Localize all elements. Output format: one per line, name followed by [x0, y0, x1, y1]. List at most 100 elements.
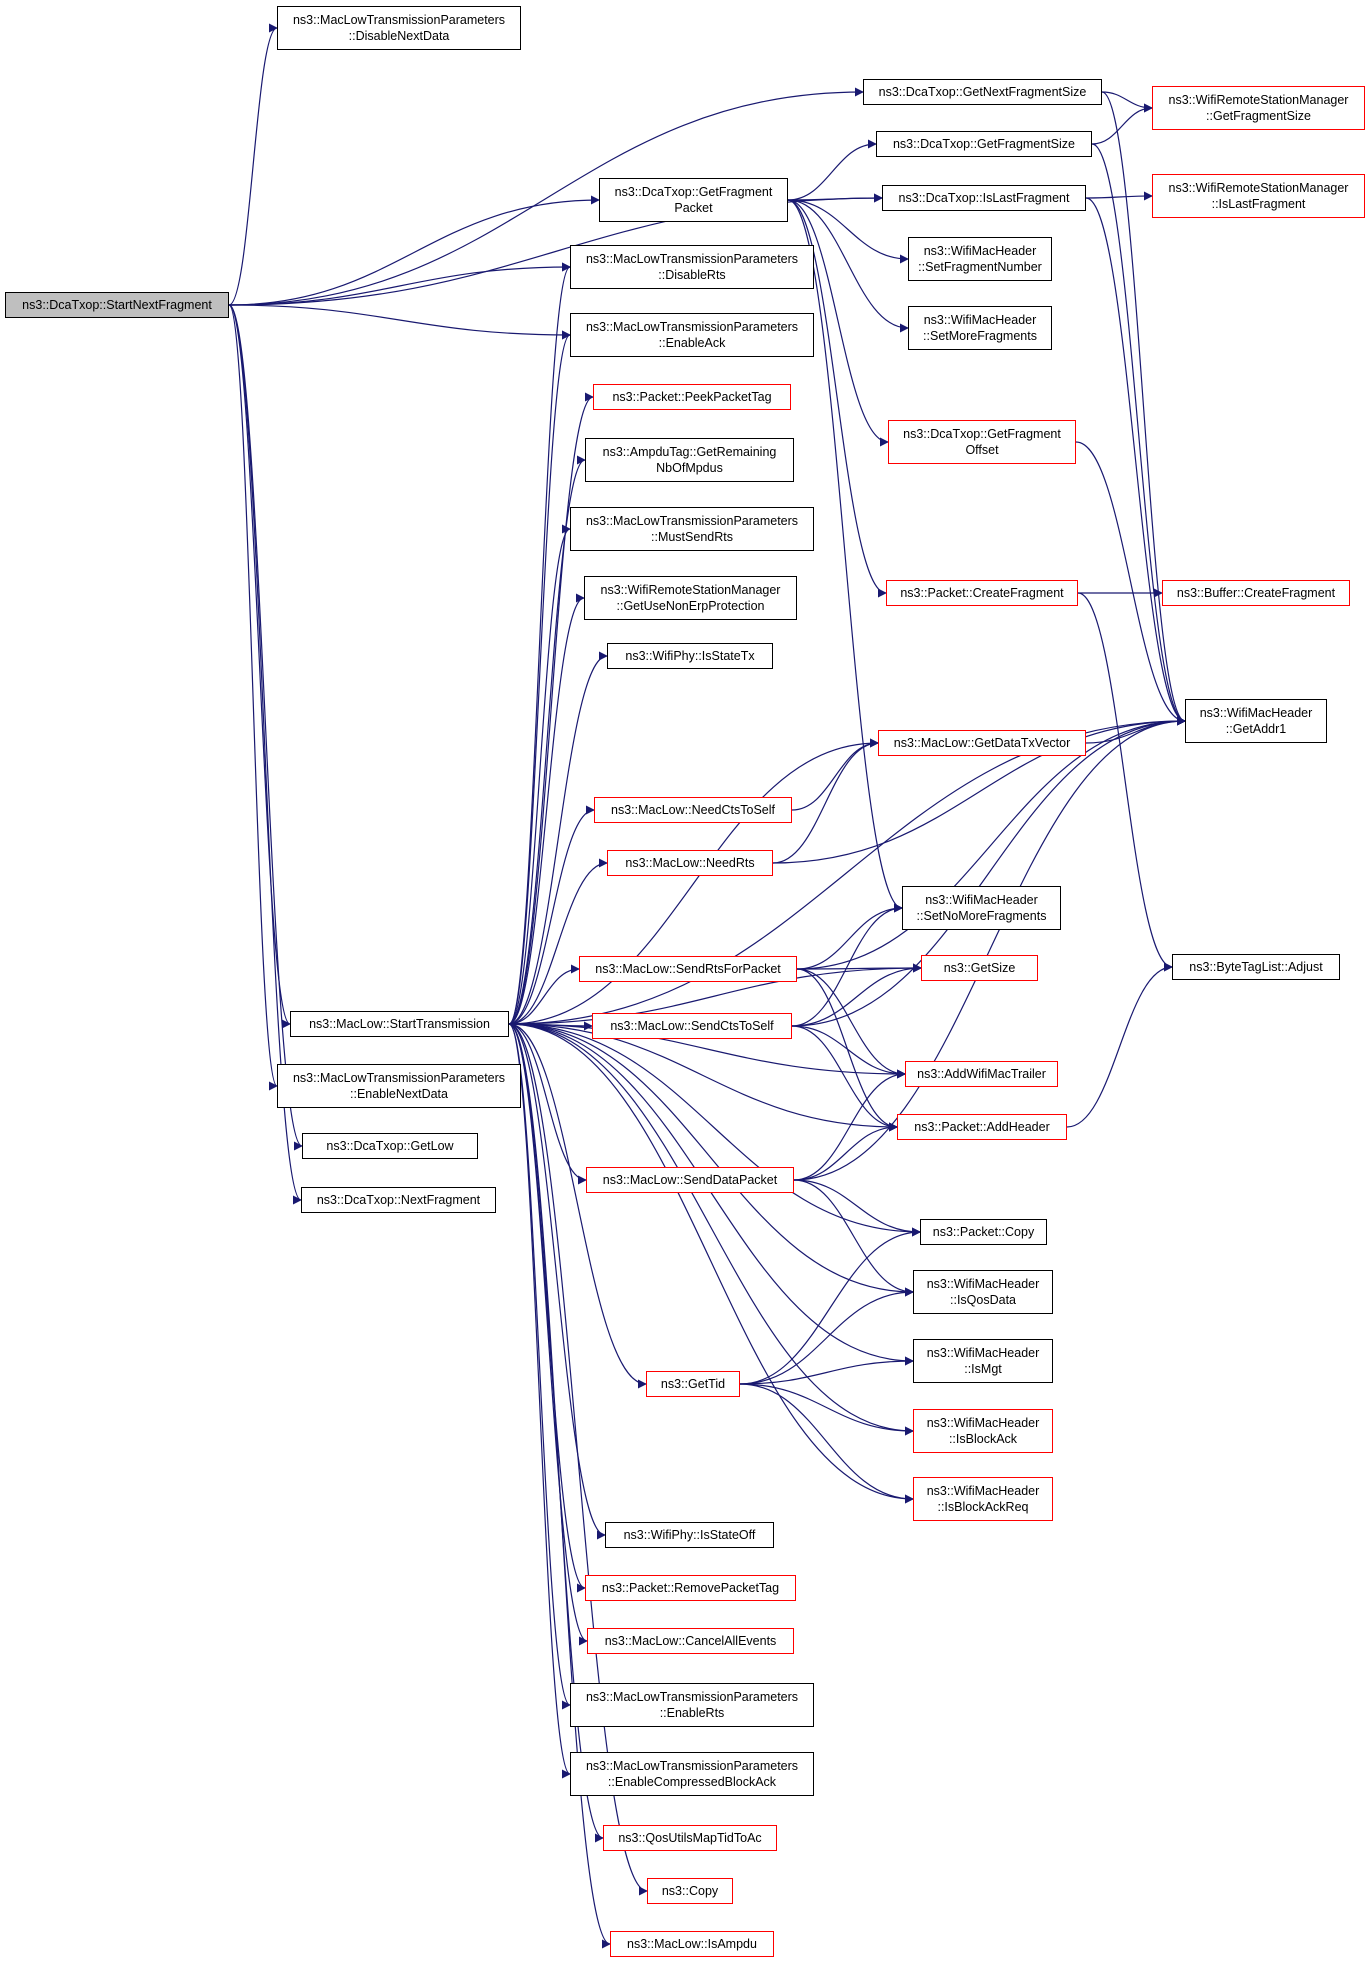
call-edge-start-transmission-to-get-data-tx-vector: [508, 738, 879, 1025]
node-label-line: ns3::DcaTxop::NextFragment: [316, 1193, 481, 1207]
node-label-line: ::SetMoreFragments: [923, 329, 1037, 343]
call-edge-start-transmission-to-get-size: [508, 963, 922, 1025]
call-edge-start-transmission-to-add-wifi-mac-trailer: [508, 1023, 906, 1079]
call-edge-get-fragment-packet-to-get-fragment-size: [787, 139, 877, 201]
node-copy[interactable]: ns3::Copy: [647, 1878, 733, 1904]
node-label-line: ns3::MacLowTransmissionParameters: [585, 514, 799, 528]
node-send-rts-for-packet[interactable]: ns3::MacLow::SendRtsForPacket: [579, 956, 797, 982]
node-label-line: ns3::DcaTxop::StartNextFragment: [22, 298, 212, 312]
node-get-size[interactable]: ns3::GetSize: [921, 955, 1038, 981]
node-enable-rts[interactable]: ns3::MacLowTransmissionParameters::Enabl…: [570, 1683, 814, 1727]
call-edge-is-last-fragment-to-wrsm-is-last-fragment: [1085, 191, 1153, 201]
node-start-transmission[interactable]: ns3::MacLow::StartTransmission: [290, 1011, 509, 1037]
node-qos-utils-map-tid-to-ac[interactable]: ns3::QosUtilsMapTidToAc: [603, 1825, 777, 1851]
call-edge-need-rts-to-get-data-tx-vector: [772, 738, 879, 864]
node-create-fragment[interactable]: ns3::Packet::CreateFragment: [886, 580, 1078, 606]
node-need-cts-to-self[interactable]: ns3::MacLow::NeedCtsToSelf: [594, 797, 792, 823]
node-is-block-ack[interactable]: ns3::WifiMacHeader::IsBlockAck: [913, 1409, 1053, 1453]
node-add-wifi-mac-trailer[interactable]: ns3::AddWifiMacTrailer: [905, 1061, 1058, 1087]
node-enable-next-data[interactable]: ns3::MacLowTransmissionParameters::Enabl…: [277, 1064, 521, 1108]
call-edge-start-transmission-to-is-state-tx: [508, 651, 608, 1025]
call-edge-start-transmission-to-is-ampdu: [508, 1023, 611, 1949]
node-label-line: ns3::GetTid: [660, 1377, 726, 1391]
node-label-line: ns3::Packet::Copy: [932, 1225, 1035, 1239]
call-edge-send-cts-to-self-to-get-addr1: [791, 716, 1186, 1027]
call-edge-send-rts-for-packet-to-add-header: [796, 968, 898, 1132]
node-enable-ack[interactable]: ns3::MacLowTransmissionParameters::Enabl…: [570, 313, 814, 357]
node-label-line: ns3::MacLowTransmissionParameters: [292, 1071, 506, 1085]
call-edge-need-cts-to-self-to-get-data-tx-vector: [791, 738, 879, 811]
call-edge-send-cts-to-self-to-add-wifi-mac-trailer: [791, 1025, 906, 1079]
node-disable-rts[interactable]: ns3::MacLowTransmissionParameters::Disab…: [570, 245, 814, 289]
node-label-line: ::SetFragmentNumber: [918, 260, 1042, 274]
node-label-line: ns3::WifiMacHeader: [923, 244, 1037, 258]
call-edge-start-transmission-to-need-rts: [508, 858, 608, 1025]
node-label-line: ns3::MacLowTransmissionParameters: [585, 1759, 799, 1773]
node-label-line: ns3::MacLowTransmissionParameters: [292, 13, 506, 27]
node-is-qos-data[interactable]: ns3::WifiMacHeader::IsQosData: [913, 1270, 1053, 1314]
node-enable-compressed-block-ack[interactable]: ns3::MacLowTransmissionParameters::Enabl…: [570, 1752, 814, 1796]
node-label-line: ns3::MacLowTransmissionParameters: [585, 252, 799, 266]
node-disable-next-data[interactable]: ns3::MacLowTransmissionParameters::Disab…: [277, 6, 521, 50]
node-is-mgt[interactable]: ns3::WifiMacHeader::IsMgt: [913, 1339, 1053, 1383]
call-edge-need-rts-to-get-addr1: [772, 716, 1186, 864]
node-is-state-tx[interactable]: ns3::WifiPhy::IsStateTx: [607, 643, 773, 669]
node-packet-copy[interactable]: ns3::Packet::Copy: [920, 1219, 1047, 1245]
node-set-fragment-number[interactable]: ns3::WifiMacHeader::SetFragmentNumber: [908, 237, 1052, 281]
node-label-line: ns3::MacLow::GetDataTxVector: [893, 736, 1071, 750]
node-send-cts-to-self[interactable]: ns3::MacLow::SendCtsToSelf: [592, 1013, 792, 1039]
node-get-fragment-size[interactable]: ns3::DcaTxop::GetFragmentSize: [876, 131, 1092, 157]
call-edge-send-data-packet-to-add-header: [793, 1122, 898, 1181]
call-edge-get-fragment-packet-to-set-no-more-fragments: [787, 199, 903, 913]
call-edge-start-transmission-to-get-tid: [508, 1023, 647, 1389]
node-label-line: ::GetUseNonErpProtection: [616, 599, 765, 613]
node-get-next-fragment-size[interactable]: ns3::DcaTxop::GetNextFragmentSize: [863, 79, 1102, 105]
node-byte-tag-adjust[interactable]: ns3::ByteTagList::Adjust: [1172, 954, 1340, 980]
call-edge-send-rts-for-packet-to-set-no-more-fragments: [796, 903, 903, 970]
node-label-line: ::GetFragmentSize: [1206, 109, 1311, 123]
node-label-line: ns3::DcaTxop::GetFragment: [614, 185, 773, 199]
call-edge-root-to-get-next-fragment-size: [228, 87, 864, 306]
node-wrsm-get-fragment-size[interactable]: ns3::WifiRemoteStationManager::GetFragme…: [1152, 86, 1365, 130]
call-edge-send-rts-for-packet-to-get-addr1: [796, 716, 1186, 970]
call-edge-start-transmission-to-enable-ack: [508, 330, 571, 1025]
call-edge-get-tid-to-packet-copy: [739, 1227, 921, 1385]
node-is-block-ack-req[interactable]: ns3::WifiMacHeader::IsBlockAckReq: [913, 1477, 1053, 1521]
node-send-data-packet[interactable]: ns3::MacLow::SendDataPacket: [586, 1167, 794, 1193]
node-next-fragment[interactable]: ns3::DcaTxop::NextFragment: [301, 1187, 496, 1213]
node-get-addr1[interactable]: ns3::WifiMacHeader::GetAddr1: [1185, 699, 1327, 743]
call-edge-is-last-fragment-to-get-addr1: [1085, 197, 1186, 726]
node-must-send-rts[interactable]: ns3::MacLowTransmissionParameters::MustS…: [570, 507, 814, 551]
node-cancel-all-events[interactable]: ns3::MacLow::CancelAllEvents: [587, 1628, 794, 1654]
node-root[interactable]: ns3::DcaTxop::StartNextFragment: [5, 292, 229, 318]
node-label-line: ns3::Packet::RemovePacketTag: [601, 1581, 780, 1595]
call-edge-start-transmission-to-peek-packet-tag: [508, 392, 594, 1025]
node-is-state-off[interactable]: ns3::WifiPhy::IsStateOff: [605, 1522, 774, 1548]
call-edge-start-transmission-to-enable-rts: [508, 1023, 571, 1710]
node-peek-packet-tag[interactable]: ns3::Packet::PeekPacketTag: [593, 384, 791, 410]
node-get-use-non-erp[interactable]: ns3::WifiRemoteStationManager::GetUseNon…: [584, 576, 797, 620]
node-buffer-create-fragment[interactable]: ns3::Buffer::CreateFragment: [1162, 580, 1350, 606]
node-set-no-more-fragments[interactable]: ns3::WifiMacHeader::SetNoMoreFragments: [902, 886, 1061, 930]
call-edge-get-fragment-packet-to-is-last-fragment: [787, 193, 883, 203]
node-is-last-fragment[interactable]: ns3::DcaTxop::IsLastFragment: [882, 185, 1086, 211]
node-get-low[interactable]: ns3::DcaTxop::GetLow: [302, 1133, 478, 1159]
node-set-more-fragments[interactable]: ns3::WifiMacHeader::SetMoreFragments: [908, 306, 1052, 350]
node-label-line: ns3::WifiMacHeader: [923, 313, 1037, 327]
node-label-line: ns3::MacLow::CancelAllEvents: [604, 1634, 777, 1648]
node-remove-packet-tag[interactable]: ns3::Packet::RemovePacketTag: [585, 1575, 796, 1601]
node-add-header[interactable]: ns3::Packet::AddHeader: [897, 1114, 1067, 1140]
node-get-data-tx-vector[interactable]: ns3::MacLow::GetDataTxVector: [878, 730, 1086, 756]
node-label-line: ::DisableNextData: [348, 29, 450, 43]
node-get-tid[interactable]: ns3::GetTid: [646, 1371, 740, 1397]
node-need-rts[interactable]: ns3::MacLow::NeedRts: [607, 850, 773, 876]
node-label-line: ns3::WifiMacHeader: [925, 893, 1038, 907]
node-is-ampdu[interactable]: ns3::MacLow::IsAmpdu: [610, 1931, 774, 1957]
node-label-line: ::EnableNextData: [350, 1087, 448, 1101]
node-wrsm-is-last-fragment[interactable]: ns3::WifiRemoteStationManager::IsLastFra…: [1152, 174, 1365, 218]
call-edge-start-transmission-to-ampdu-get-remaining: [508, 455, 586, 1025]
